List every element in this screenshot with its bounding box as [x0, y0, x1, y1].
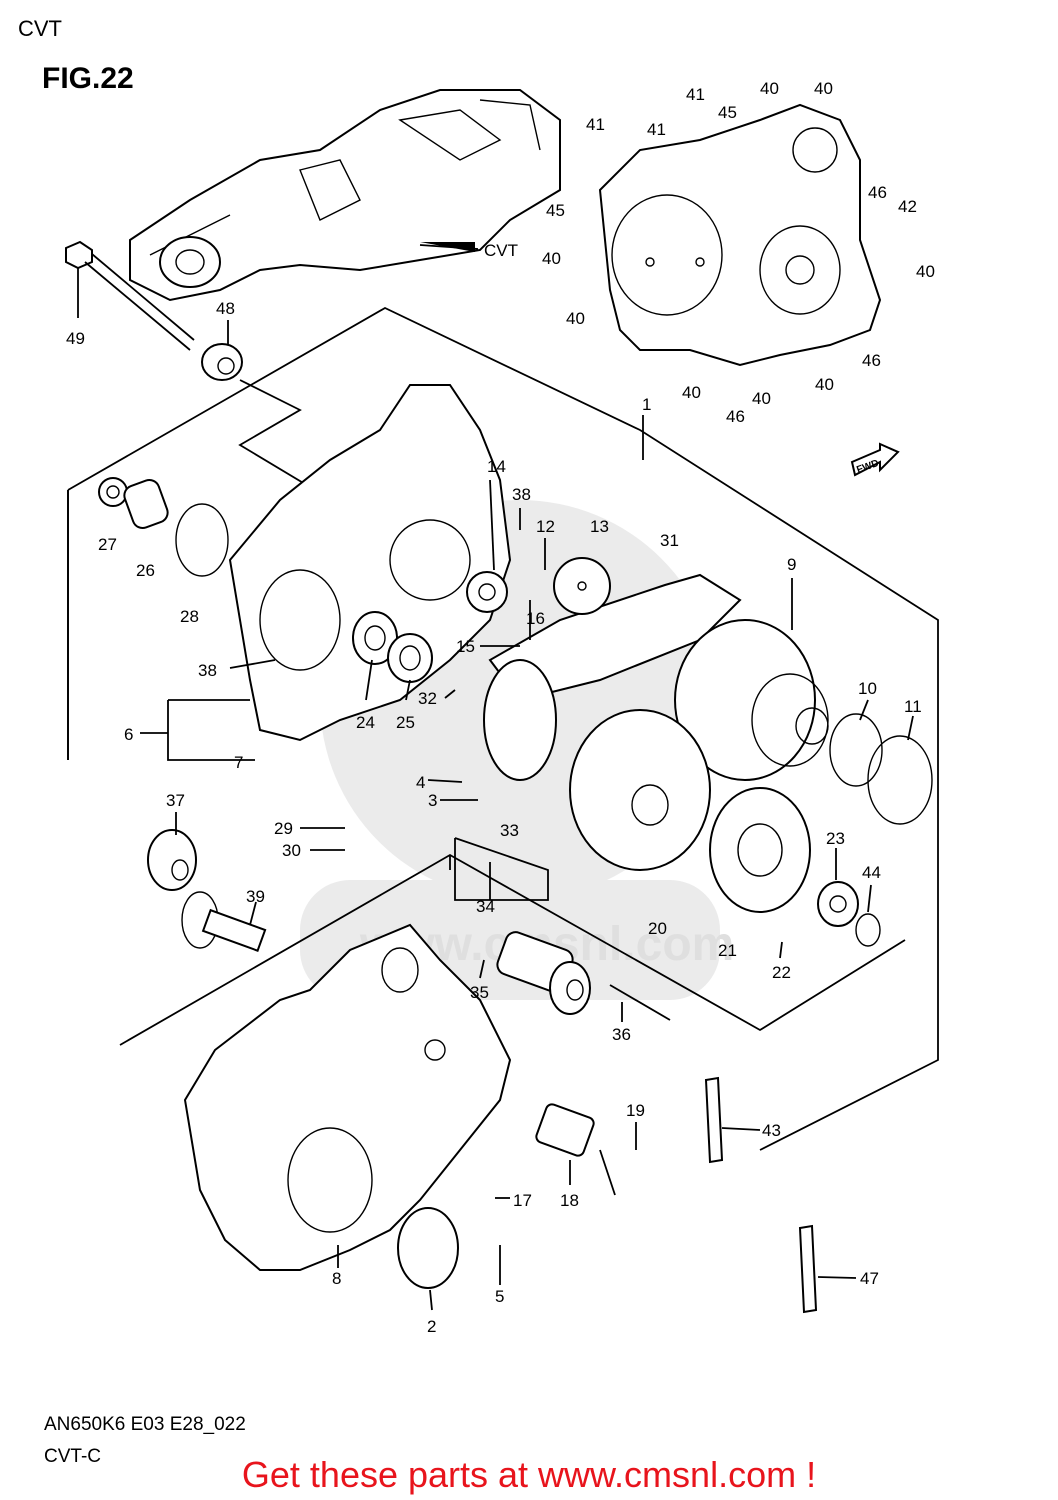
part-label-41c: 41: [686, 85, 705, 104]
part-label-40h: 40: [815, 375, 834, 394]
part-label-43: 43: [762, 1121, 781, 1140]
bracket-43: [704, 1076, 724, 1164]
part-label-21: 21: [718, 941, 737, 960]
part-label-41a: 41: [586, 115, 605, 134]
part-label-44: 44: [862, 863, 881, 882]
part-label-39: 39: [246, 887, 265, 906]
pulley-driven: [674, 619, 829, 781]
front-case: [183, 923, 512, 1271]
part-label-5: 5: [495, 1287, 504, 1306]
fwd-arrow: FWD: [850, 442, 900, 477]
part-label-3: 3: [428, 791, 437, 810]
part-label-49: 49: [66, 329, 85, 348]
part-label-40f: 40: [682, 383, 701, 402]
bolt-49: [65, 240, 195, 351]
part-label-10: 10: [858, 679, 877, 698]
part-label-46b: 46: [862, 351, 881, 370]
part-label-34: 34: [476, 897, 495, 916]
part-label-40g: 40: [752, 389, 771, 408]
part-label-1: 1: [642, 395, 651, 414]
part-label-45b: 45: [546, 201, 565, 220]
part-label-30: 30: [282, 841, 301, 860]
part-label-46c: 46: [726, 407, 745, 426]
cap-2: [397, 1207, 459, 1289]
part-label-15: 15: [456, 637, 475, 656]
engine-assembly-sketch: [129, 89, 561, 302]
part-label-36: 36: [612, 1025, 631, 1044]
section-code: CVT-C: [44, 1446, 101, 1467]
pulley-drive: [483, 659, 711, 871]
rings-10-11: [829, 713, 933, 825]
part-label-31: 31: [660, 531, 679, 550]
part-label-27: 27: [98, 535, 117, 554]
part-label-11: 11: [904, 697, 922, 716]
part-label-4: 4: [416, 773, 425, 792]
assembly-frame: [67, 306, 939, 1151]
part-label-28: 28: [180, 607, 199, 626]
drive-belt: [488, 573, 742, 702]
nut-48: [201, 343, 243, 381]
part-label-32: 32: [418, 689, 437, 708]
part-label-23: 23: [826, 829, 845, 848]
part-label-35: 35: [470, 983, 489, 1002]
bearing-23-44: [817, 881, 881, 947]
part-label-29: 29: [274, 819, 293, 838]
fan-21: [709, 787, 811, 913]
part-label-13: 13: [590, 517, 609, 536]
part-label-14: 14: [487, 457, 506, 476]
part-label-6: 6: [124, 725, 133, 744]
switch-18: [535, 1103, 616, 1196]
model-code: AN650K6 E03 E28_022: [44, 1414, 246, 1435]
part-label-8: 8: [332, 1269, 341, 1288]
part-label-40a: 40: [760, 79, 779, 98]
cvt-cover: [598, 103, 882, 367]
part-label-46a: 46: [868, 183, 887, 202]
promo-link[interactable]: Get these parts at www.cmsnl.com !: [241, 1454, 817, 1495]
part-label-47: 47: [860, 1269, 879, 1288]
gear-shaft-39: [181, 891, 267, 952]
part-label-37: 37: [166, 791, 185, 810]
washer-13: [553, 557, 611, 615]
leader-lines: [77, 268, 914, 1311]
starter-motor-33: [496, 931, 671, 1021]
part-label-25: 25: [396, 713, 415, 732]
part-label-9: 9: [787, 555, 796, 574]
part-label-48: 48: [216, 299, 235, 318]
part-labels: 1 2 3 4 5 6 7 8 9 10 11 12 13 14 15 16 1…: [66, 79, 935, 1336]
part-label-40e: 40: [566, 309, 585, 328]
part-label-40b: 40: [814, 79, 833, 98]
parts-26-27-28: [98, 477, 229, 577]
category-title: CVT: [18, 16, 62, 41]
part-label-33: 33: [500, 821, 519, 840]
part-label-38a: 38: [512, 485, 531, 504]
part-label-19: 19: [626, 1101, 645, 1120]
callout-cvt: CVT: [484, 241, 518, 260]
figure-number: FIG.22: [42, 62, 134, 95]
part-label-40d: 40: [916, 262, 935, 281]
part-label-2: 2: [427, 1317, 436, 1336]
part-label-24: 24: [356, 713, 375, 732]
part-label-20: 20: [648, 919, 667, 938]
part-label-12: 12: [536, 517, 555, 536]
part-label-45a: 45: [718, 103, 737, 122]
bracket-47: [798, 1224, 818, 1314]
part-label-22: 22: [772, 963, 791, 982]
part-label-17: 17: [513, 1191, 532, 1210]
part-label-42: 42: [898, 197, 917, 216]
rear-case: [228, 384, 512, 742]
part-label-7: 7: [234, 753, 243, 772]
part-label-26: 26: [136, 561, 155, 580]
part-label-41b: 41: [647, 120, 666, 139]
part-label-16: 16: [526, 609, 545, 628]
part-label-40c: 40: [542, 249, 561, 268]
gear-37: [147, 829, 197, 891]
part-label-18: 18: [560, 1191, 579, 1210]
part-label-38b: 38: [198, 661, 217, 680]
